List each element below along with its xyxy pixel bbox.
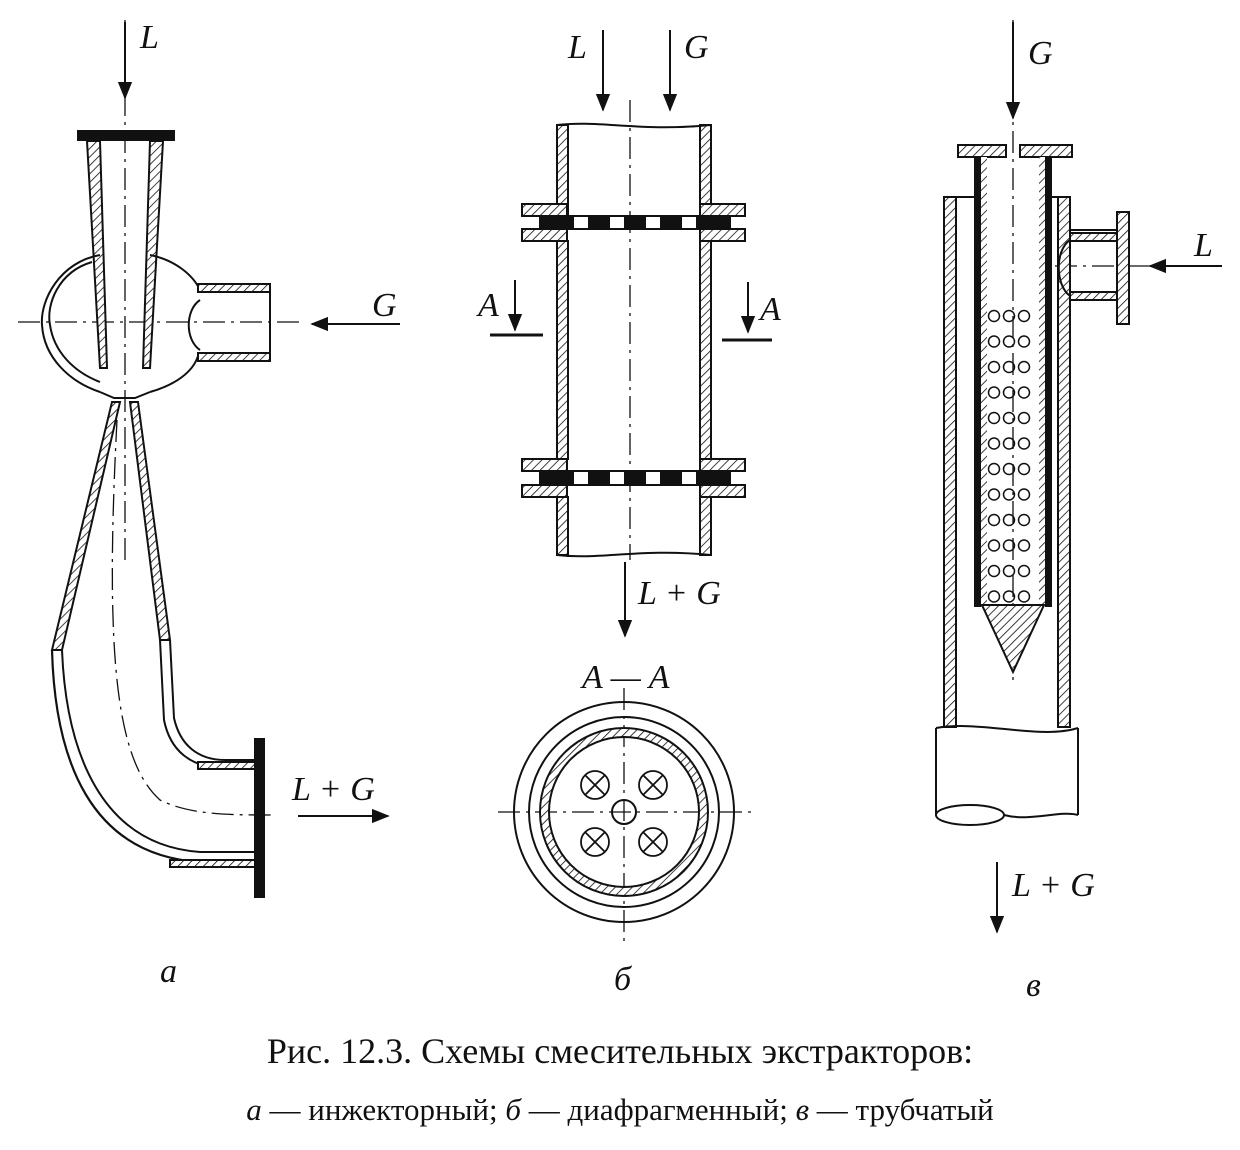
perforation-hole — [987, 309, 1001, 323]
perforation-hole — [987, 411, 1001, 425]
perforation-hole — [1002, 513, 1016, 527]
caption-text-a: — инжекторный; — [261, 1092, 506, 1127]
perforation-hole — [1002, 309, 1016, 323]
perforation-hole — [987, 564, 1001, 578]
figure-caption-legend: а — инжекторный; б — диафрагменный; в — … — [0, 1092, 1240, 1128]
figure-c-letter: в — [1026, 967, 1041, 1004]
perforation-hole — [987, 590, 1001, 603]
perforation-hole — [987, 335, 1001, 348]
perforation-hole — [1017, 386, 1031, 399]
perforation-hole — [1017, 309, 1031, 323]
b-label-LG: L + G — [637, 575, 721, 612]
figure-b-letter: б — [614, 961, 633, 998]
perforation-hole — [1002, 386, 1016, 399]
figure-a-letter: а — [160, 953, 177, 990]
perforation-hole — [1017, 335, 1031, 348]
caption-text-c: — трубчатый — [809, 1092, 994, 1127]
perforation-hole — [1017, 488, 1031, 501]
perforation-hole — [1002, 462, 1016, 476]
perforation-hole — [1017, 539, 1031, 552]
b-label-A-left: A — [476, 287, 499, 324]
perforation-hole — [1002, 360, 1016, 374]
perforation-hole — [987, 539, 1001, 552]
perforation-hole — [987, 360, 1001, 374]
perforation-hole — [987, 462, 1001, 476]
perforation-hole — [1002, 539, 1016, 552]
perforation-hole — [987, 513, 1001, 527]
perforation-hole — [1002, 335, 1016, 348]
perforation-hole — [1002, 488, 1016, 501]
injector-extractor — [18, 20, 300, 898]
caption-letter-a: а — [246, 1092, 262, 1127]
perforation-hole — [1017, 360, 1031, 374]
tube-perforations — [987, 309, 1031, 603]
tubular-extractor — [935, 20, 1160, 826]
perforation-hole — [987, 437, 1001, 450]
b-label-G: G — [684, 29, 709, 66]
a-label-L: L — [139, 19, 159, 56]
figure-caption-title: Рис. 12.3. Схемы смесительных экстрактор… — [266, 1031, 974, 1071]
b-label-L: L — [567, 29, 587, 66]
c-label-G: G — [1028, 35, 1053, 72]
perforation-hole — [1017, 411, 1031, 425]
perforation-hole — [987, 488, 1001, 501]
perforation-hole — [1017, 590, 1031, 603]
perforation-hole — [1002, 437, 1016, 450]
perforation-hole — [987, 386, 1001, 399]
perforation-hole — [1017, 462, 1031, 476]
a-label-LG: L + G — [291, 771, 375, 808]
section-holes — [580, 770, 668, 857]
caption-letter-c: в — [795, 1092, 810, 1127]
perforation-hole — [1017, 437, 1031, 450]
perforation-hole — [1017, 564, 1031, 578]
caption-text-b: — диафрагменный; — [520, 1092, 796, 1127]
perforation-hole — [1017, 513, 1031, 527]
b-label-A-right: A — [758, 291, 781, 328]
caption-letter-b: б — [505, 1092, 521, 1127]
diaphragm-extractor — [490, 100, 772, 942]
perforation-hole — [1002, 590, 1016, 603]
a-label-G: G — [372, 287, 397, 324]
perforation-hole — [1002, 564, 1016, 578]
c-label-L: L — [1193, 227, 1213, 264]
b-section-title: A — A — [580, 659, 670, 696]
c-label-LG: L + G — [1011, 867, 1095, 904]
perforation-hole — [1002, 411, 1016, 425]
